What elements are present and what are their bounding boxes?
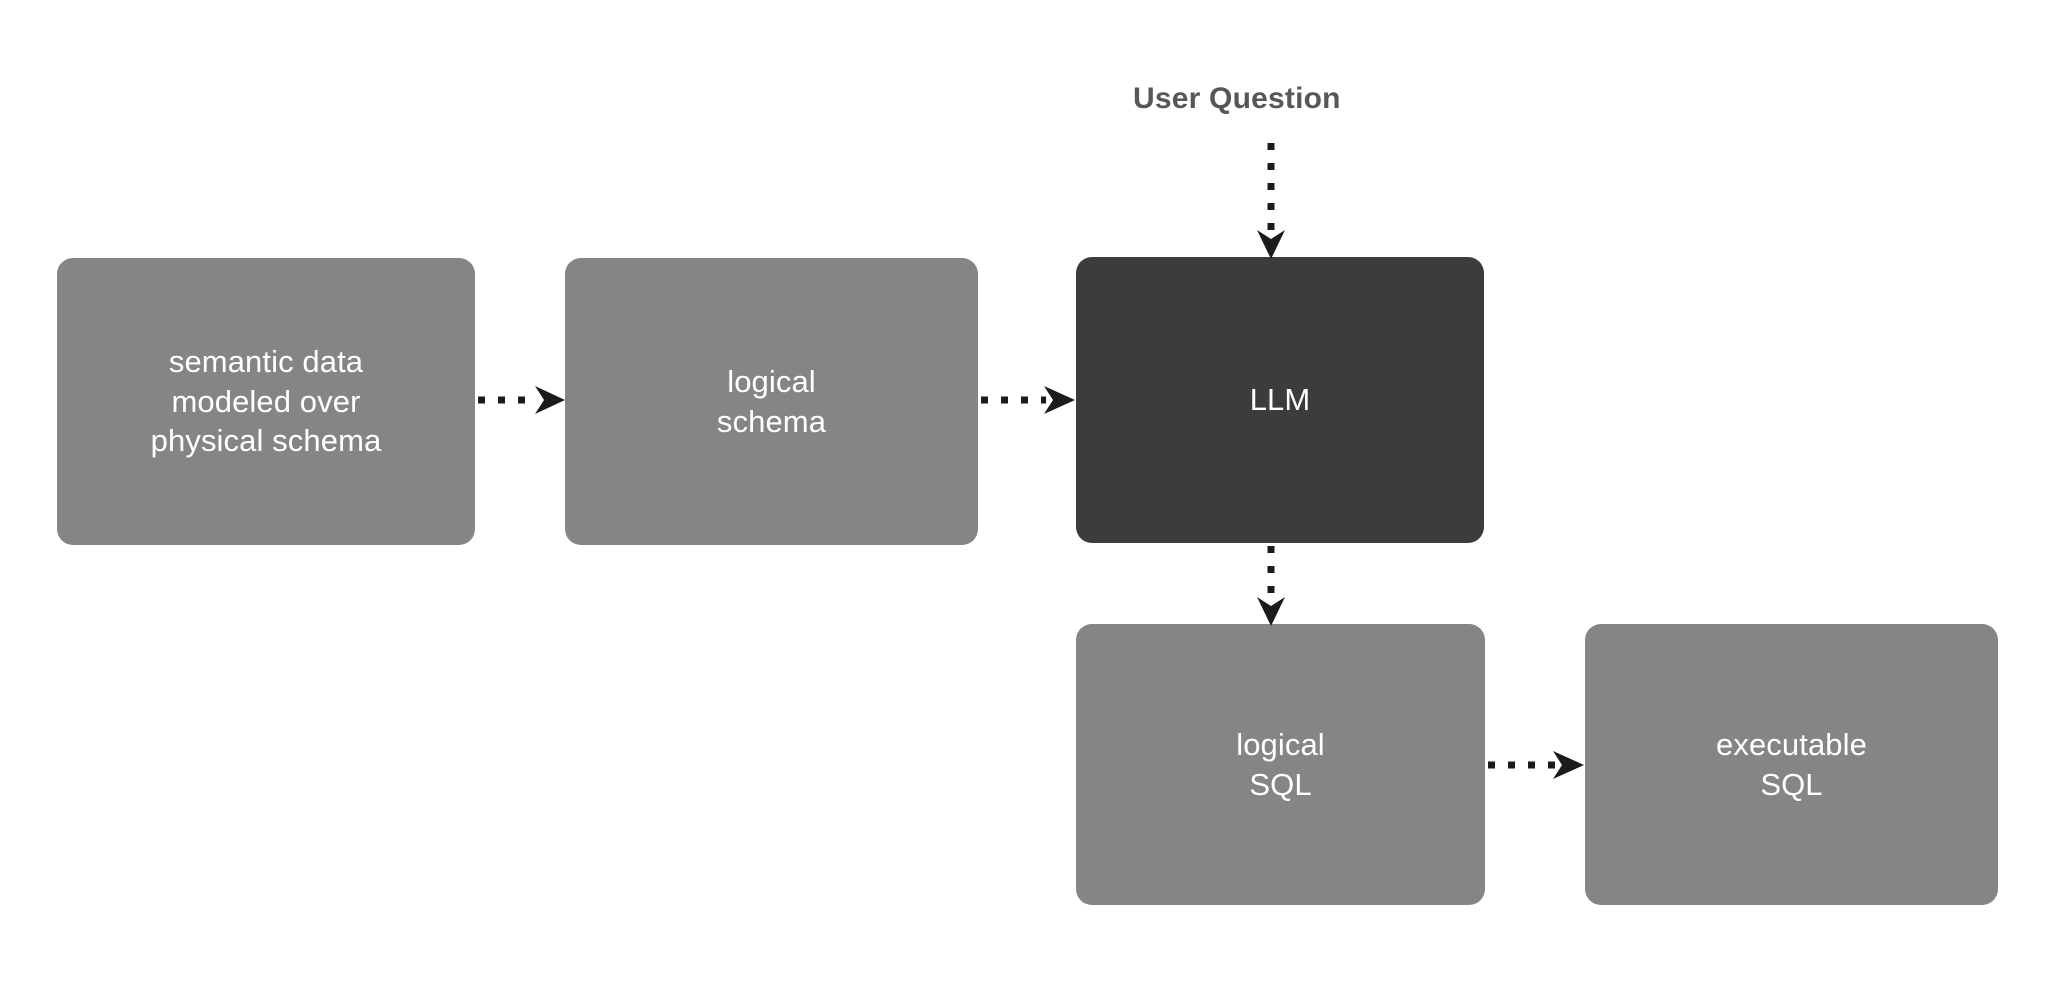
node-executable-sql: executable SQL: [1585, 624, 1998, 905]
edge-semantic-to-logical-schema: [475, 380, 567, 420]
node-logical-schema: logical schema: [565, 258, 978, 545]
label-user-question: User Question: [1133, 82, 1341, 115]
node-llm: LLM: [1076, 257, 1484, 543]
edge-logical-schema-to-llm: [978, 380, 1078, 420]
node-semantic-data: semantic data modeled over physical sche…: [57, 258, 475, 545]
edge-logical-sql-to-executable-sql: [1485, 745, 1587, 785]
node-logical-sql: logical SQL: [1076, 624, 1485, 905]
edge-llm-to-logical-sql: [1251, 543, 1291, 629]
edge-user-question-to-llm: [1251, 140, 1291, 262]
